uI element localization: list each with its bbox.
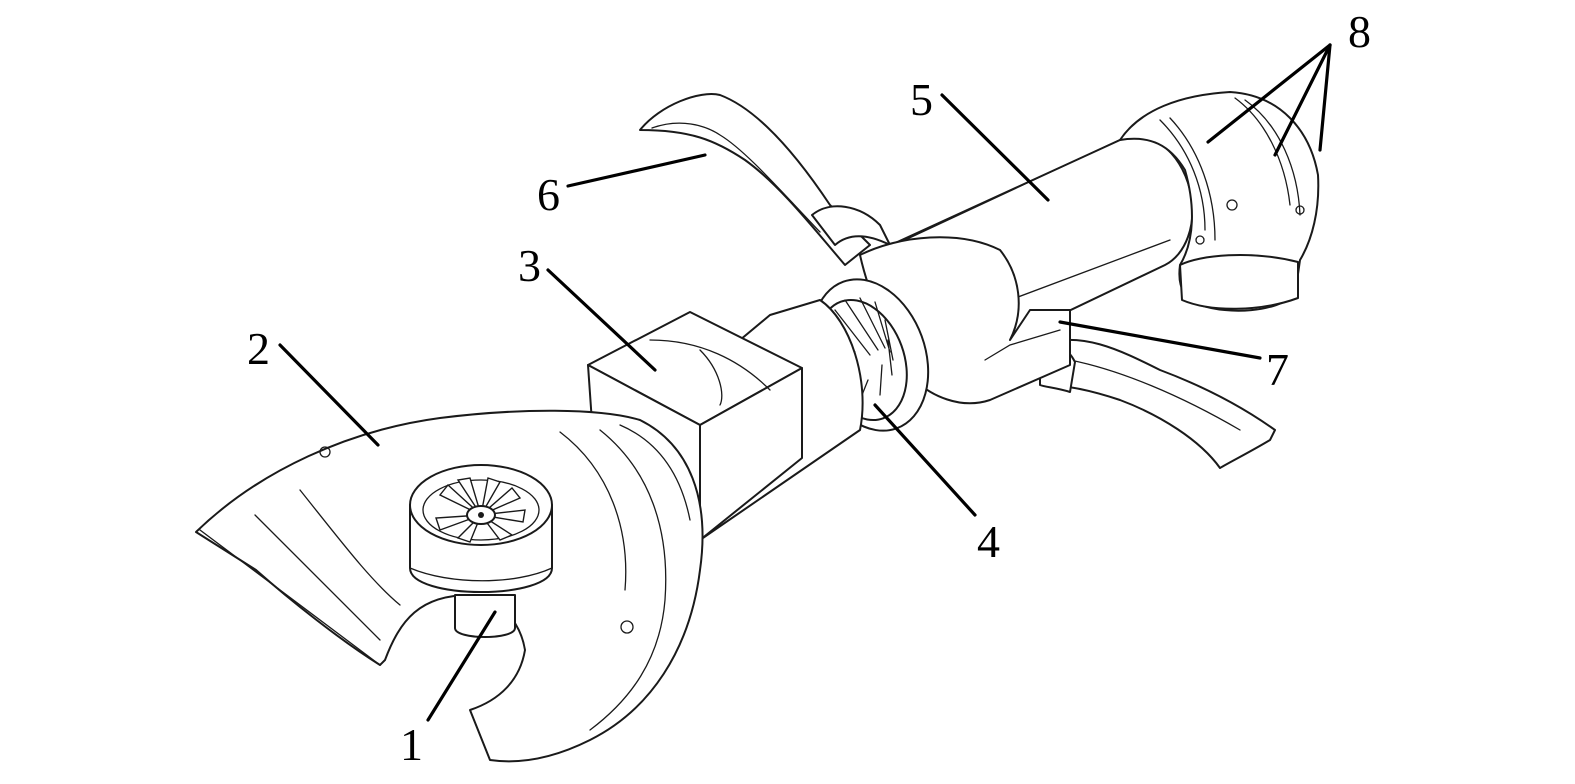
callout-2: 2: [247, 323, 270, 374]
lower-right-discharge-duct: [1039, 338, 1276, 469]
leader-lines: [278, 43, 1332, 722]
upper-left-discharge-duct: [639, 93, 891, 266]
callout-7: 7: [1266, 344, 1289, 395]
callout-4: 4: [977, 516, 1000, 567]
leader-line-8c: [1318, 43, 1332, 152]
centrifugal-fan-unit: [409, 464, 553, 638]
callout-3: 3: [518, 240, 541, 291]
leader-line-6: [566, 153, 707, 188]
leader-line-8b: [1273, 43, 1332, 157]
leader-line-1: [426, 610, 497, 722]
leader-line-4: [873, 403, 977, 517]
callout-8: 8: [1348, 6, 1371, 57]
leader-line-5: [940, 93, 1050, 202]
callout-labels: 1 2 3 4 5 6 7 8: [247, 6, 1371, 770]
leader-line-8a: [1206, 43, 1332, 144]
callout-5: 5: [910, 74, 933, 125]
leader-line-3: [546, 268, 657, 372]
end-elbow-with-flanges: [1119, 91, 1320, 312]
leader-line-2: [278, 343, 380, 447]
callout-6: 6: [537, 169, 560, 220]
callout-1: 1: [400, 719, 423, 770]
leader-line-7: [1058, 320, 1262, 360]
